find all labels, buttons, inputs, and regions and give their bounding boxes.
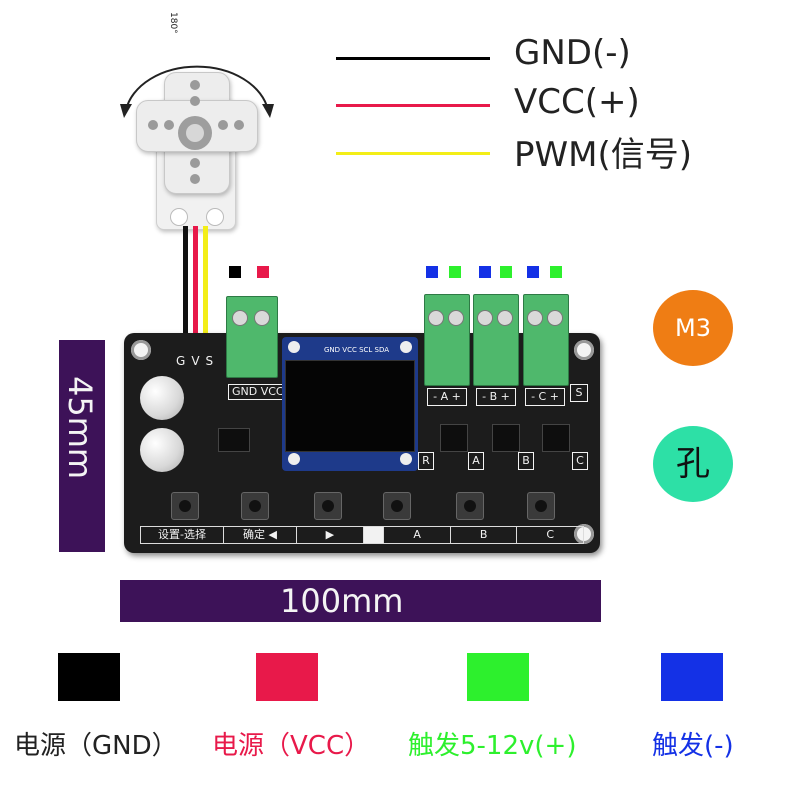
relay-a-label: A [468, 452, 484, 470]
servo-pin-labels: GVS [176, 354, 220, 368]
a-button[interactable] [383, 492, 411, 520]
label-b: B [451, 527, 518, 543]
power-terminal-block[interactable] [226, 296, 278, 378]
b-button[interactable] [456, 492, 484, 520]
c-button[interactable] [527, 492, 555, 520]
optocoupler-c [542, 424, 570, 452]
m3-badge: M3 [653, 290, 733, 366]
height-dimension-label: 45mm [61, 376, 99, 480]
gnd-wire-line [336, 57, 490, 60]
pwm-wire-line [336, 152, 490, 155]
height-dimension-bar: 45mm [59, 340, 105, 552]
servo-gnd-wire [183, 226, 188, 338]
button-label-strip: 设置-选择 确定 ◀ ▶ A B C [140, 526, 584, 544]
label-confirm-left: 确定 ◀ [224, 527, 298, 543]
servo-pwm-wire [203, 226, 208, 338]
power-label: GND VCC [228, 384, 288, 400]
gnd-wire-label: GND(-) [514, 33, 631, 73]
a-plus-marker-square [449, 266, 461, 278]
gnd-marker-square [229, 266, 241, 278]
channel-a-label: - A + [427, 388, 467, 406]
rotation-arrow-icon [120, 65, 274, 118]
pwm-wire-label: PWM(信号) [514, 135, 692, 175]
width-dimension-bar: 100mm [120, 580, 601, 622]
vcc-legend-label: 电源（VCC） [212, 731, 371, 761]
label-blank [363, 527, 385, 543]
trigger-c-terminal[interactable] [523, 294, 569, 386]
mount-hole-top-right [574, 340, 594, 360]
b-plus-marker-square [500, 266, 512, 278]
set-select-button[interactable] [171, 492, 199, 520]
vcc-wire-line [336, 104, 490, 107]
confirm-left-button[interactable] [241, 492, 269, 520]
optocoupler-b [492, 424, 520, 452]
vcc-marker-square [257, 266, 269, 278]
gnd-swatch [58, 653, 120, 701]
relay-b-label: B [518, 452, 534, 470]
vcc-swatch [256, 653, 318, 701]
trigger-minus-legend-label: 触发(-) [652, 731, 734, 761]
mount-hole-bottom-right [574, 524, 594, 544]
capacitor-bottom [140, 428, 184, 472]
oled-screen [285, 360, 415, 452]
optocoupler-a [440, 424, 468, 452]
channel-b-label: - B + [476, 388, 516, 406]
capacitor-top [140, 376, 184, 420]
label-set-select: 设置-选择 [141, 527, 224, 543]
s-label: S [570, 384, 588, 402]
hole-badge: 孔 [653, 426, 733, 502]
c-plus-marker-square [550, 266, 562, 278]
label-a: A [384, 527, 451, 543]
power-gnd-screw[interactable] [232, 310, 248, 326]
trigger-a-terminal[interactable] [424, 294, 470, 386]
vcc-wire-label: VCC(+) [514, 82, 640, 122]
width-dimension-label: 100mm [280, 582, 404, 620]
trigger-minus-swatch [661, 653, 723, 701]
relay-r-label: R [418, 452, 434, 470]
power-vcc-screw[interactable] [254, 310, 270, 326]
oled-pin-labels: GND VCC SCL SDA [324, 346, 390, 354]
trigger-b-terminal[interactable] [473, 294, 519, 386]
relay-c-label: C [572, 452, 588, 470]
right-button[interactable] [314, 492, 342, 520]
servo-vcc-wire [193, 226, 198, 338]
label-c: C [546, 528, 555, 541]
trigger-plus-swatch [467, 653, 529, 701]
a-minus-marker-square [426, 266, 438, 278]
c-minus-marker-square [527, 266, 539, 278]
trigger-plus-legend-label: 触发5-12v(+) [408, 731, 577, 761]
mount-hole-top-left [131, 340, 151, 360]
rotation-label: 180° [168, 12, 178, 34]
b-minus-marker-square [479, 266, 491, 278]
regulator-chip [218, 428, 250, 452]
channel-c-label: - C + [525, 388, 565, 406]
gnd-legend-label: 电源（GND） [14, 731, 178, 761]
label-right: ▶ [297, 527, 364, 543]
